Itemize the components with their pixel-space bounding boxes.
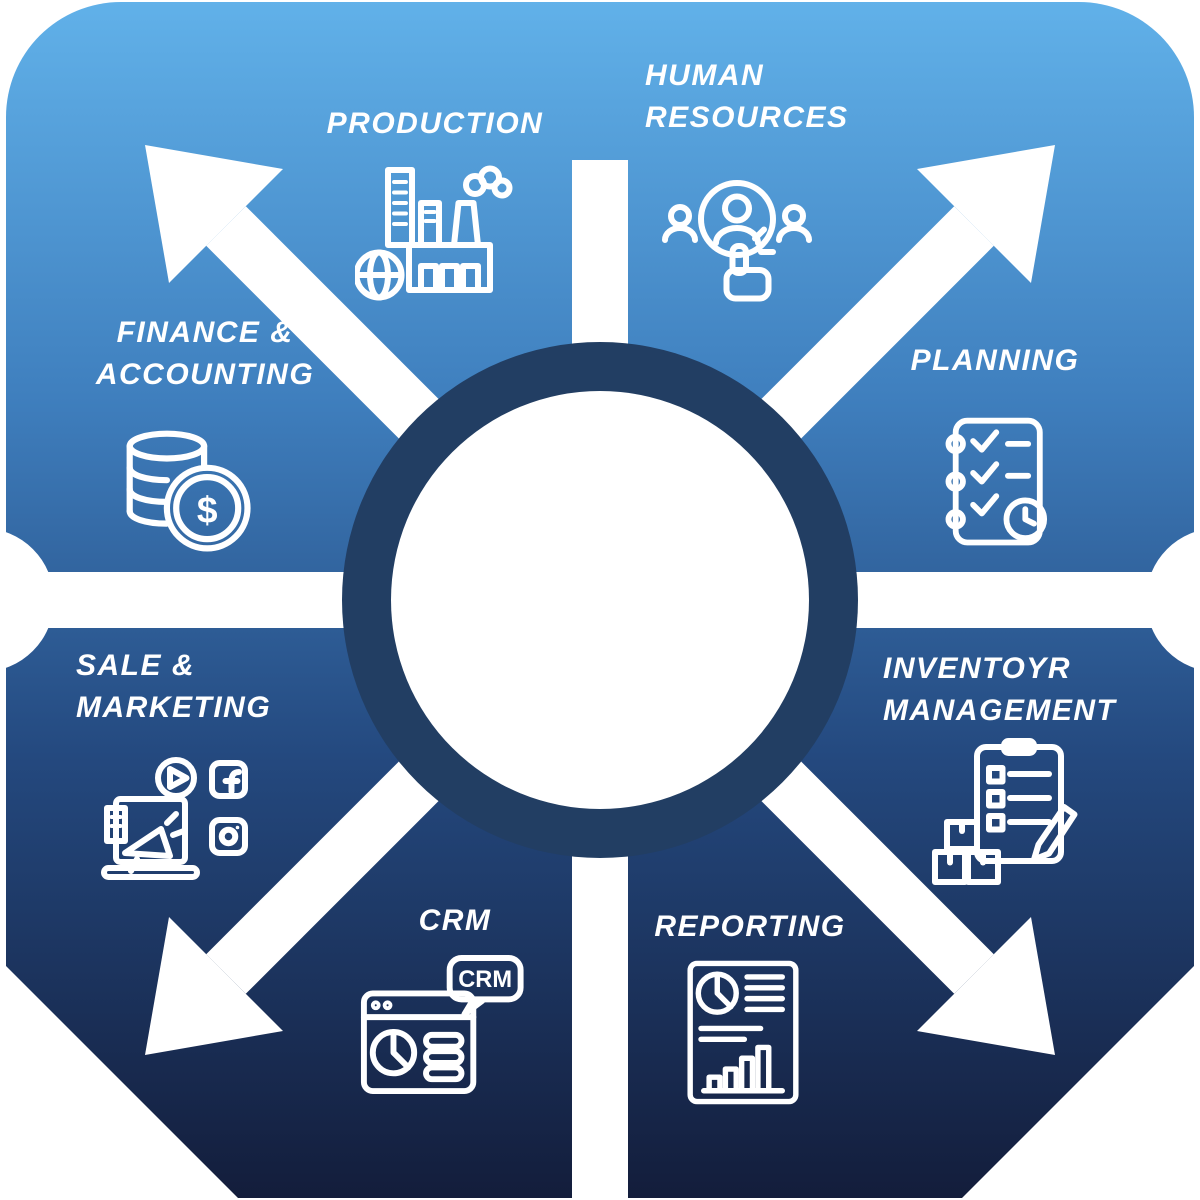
- label-planning: PLANNING: [910, 344, 1080, 377]
- label-reporting: REPORTING: [654, 910, 846, 943]
- arrow-top-left-head: [145, 145, 283, 283]
- crm-browser-icon: CRM: [358, 952, 528, 1100]
- label-human-resources: HUMAN RESOURCES: [645, 59, 849, 134]
- dollar-symbol: $: [197, 489, 218, 531]
- label-inventory-management: INVENTOYR MANAGEMENT: [883, 652, 1117, 727]
- label-finance-accounting: FINANCE & ACCOUNTING: [95, 316, 315, 391]
- label-production: PRODUCTION: [326, 107, 544, 140]
- factory-icon: [355, 158, 520, 308]
- coins-dollar-icon: $: [108, 412, 263, 567]
- crm-badge-text: CRM: [458, 967, 512, 993]
- arrow-top-right-head: [917, 145, 1055, 283]
- arrow-bottom-left-head: [145, 917, 283, 1055]
- spoke-right: [850, 572, 1200, 628]
- center-ring: [342, 342, 858, 858]
- clipboard-boxes-icon: [932, 738, 1082, 888]
- arrow-bottom-right-head: [917, 917, 1055, 1055]
- marketing-laptop-icon: [98, 742, 263, 892]
- report-document-icon: [682, 958, 804, 1107]
- people-select-icon: [662, 168, 812, 318]
- label-sale-marketing: SALE & MARKETING: [76, 649, 272, 724]
- spoke-left: [0, 572, 350, 628]
- label-crm: CRM: [418, 904, 492, 937]
- checklist-clock-icon: [918, 412, 1063, 557]
